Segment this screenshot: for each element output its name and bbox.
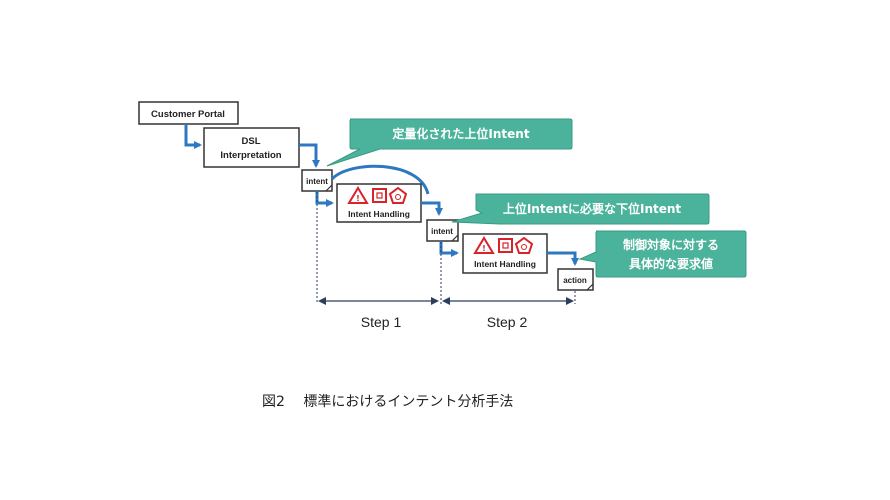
callout-3: 制御対象に対する 具体的な要求値	[578, 230, 747, 278]
action-box: action	[557, 268, 594, 291]
intent-2-label: intent	[431, 227, 453, 236]
loop-arrow-1	[330, 164, 430, 195]
dsl-label-line1: DSL	[242, 136, 261, 147]
svg-text:!: !	[356, 194, 360, 203]
shield-square-icon	[498, 238, 513, 253]
arrow-handling2-to-action	[547, 251, 579, 266]
callout-1: 定量化された上位Intent	[326, 118, 573, 167]
step-2-label: Step 2	[487, 314, 528, 330]
customer-portal-box: Customer Portal	[138, 101, 239, 125]
intent-handling-1-label: Intent Handling	[348, 209, 410, 219]
intent-box-2: intent	[426, 219, 459, 242]
step-1-label: Step 1	[361, 314, 402, 330]
callout-2-text: 上位Intentに必要な下位Intent	[503, 201, 682, 216]
intent-handling-2-label: Intent Handling	[474, 259, 536, 269]
dsl-interpretation-box: DSL Interpretation	[203, 127, 300, 168]
action-label: action	[563, 276, 587, 285]
intent-box-1: intent	[301, 169, 333, 192]
callout-3-text-line1: 制御対象に対する	[623, 237, 719, 252]
arrow-portal-to-dsl	[184, 124, 202, 149]
arrow-intent1-to-handling1	[315, 191, 334, 207]
arrow-handling1-to-intent2	[421, 201, 443, 216]
intent-handling-box-2: ! Intent Handling	[462, 233, 548, 274]
dsl-label-line2: Interpretation	[220, 150, 281, 161]
arrow-dsl-to-intent-1	[299, 143, 320, 168]
svg-text:!: !	[482, 244, 486, 253]
warning-triangle-icon: !	[347, 186, 369, 204]
figure-caption: 図2 標準におけるインテント分析手法	[262, 394, 514, 410]
shield-square-icon	[372, 188, 387, 203]
warning-triangle-icon: !	[473, 236, 495, 254]
customer-portal-label: Customer Portal	[151, 109, 225, 120]
intent-1-label: intent	[306, 177, 328, 186]
arrow-intent2-to-handling2	[439, 241, 459, 257]
pentagon-icon	[514, 236, 534, 254]
callout-3-text-line2: 具体的な要求値	[629, 256, 713, 271]
pentagon-icon	[388, 186, 408, 204]
callout-2: 上位Intentに必要な下位Intent	[451, 193, 710, 225]
callout-1-text: 定量化された上位Intent	[392, 126, 529, 141]
intent-handling-box-1: ! Intent Handling	[336, 183, 422, 223]
